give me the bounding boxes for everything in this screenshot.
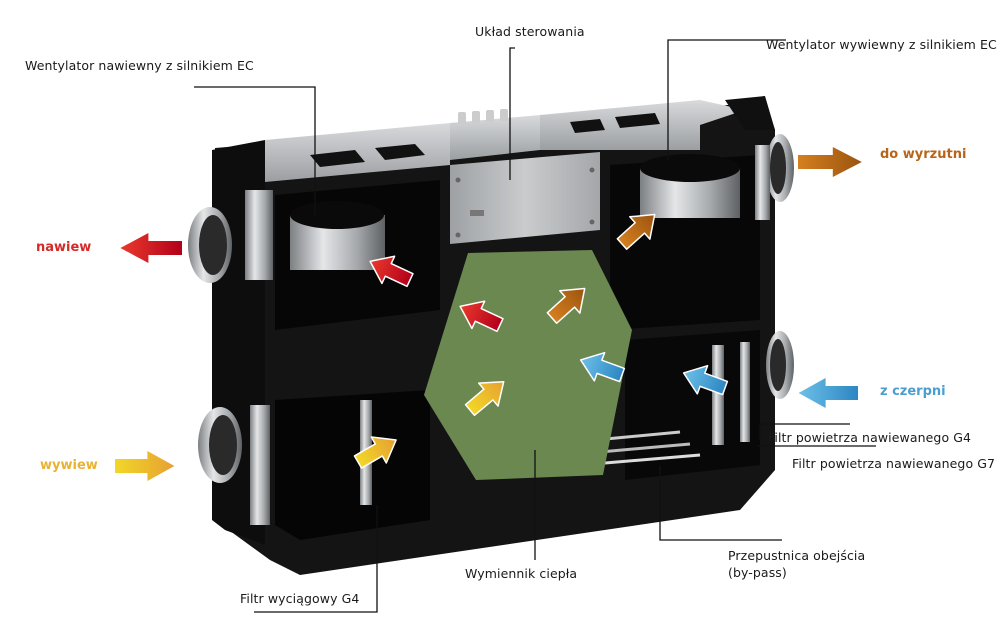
supply-fan xyxy=(290,201,385,270)
duct-extract xyxy=(198,407,242,483)
duct-supply xyxy=(188,207,232,283)
exhaust-fan xyxy=(640,154,740,218)
arrow-icon-exhaust-out xyxy=(798,147,862,177)
label-supply-filter-g4: Filtr powietrza nawiewanego G4 xyxy=(768,430,972,445)
duct-intake xyxy=(766,331,794,399)
flow-label-from-intake: z czerpni xyxy=(880,384,946,399)
label-supply-filter-g7: Filtr powietrza nawiewanego G7 xyxy=(792,456,996,471)
flow-label-to-exhaust: do wyrzutni xyxy=(880,147,967,162)
control-cover xyxy=(450,152,600,244)
label-supply-fan: Wentylator nawiewny z silnikiem EC xyxy=(25,58,254,73)
label-extract-filter-g4: Filtr wyciągowy G4 xyxy=(240,591,360,606)
leader-lines xyxy=(194,39,876,613)
label-bypass-damper-note: (by-pass) xyxy=(728,565,787,580)
label-control-unit: Układ sterowania xyxy=(475,24,585,39)
flow-label-supply: nawiew xyxy=(36,240,92,255)
arrow-icon-extract-in xyxy=(115,451,175,481)
cable-glands xyxy=(458,109,508,124)
label-bypass-damper: Przepustnica obejścia xyxy=(728,548,866,563)
flow-label-extract: wywiew xyxy=(40,458,98,473)
filters xyxy=(245,145,770,525)
label-heat-exchanger: Wymiennik ciepła xyxy=(465,566,578,581)
arrow-icon-supply-out xyxy=(120,233,182,263)
arrow-icon-intake-in xyxy=(798,378,858,408)
duct-exhaust xyxy=(766,134,794,202)
label-exhaust-fan: Wentylator wywiewny z silnikiem EC xyxy=(766,37,997,52)
